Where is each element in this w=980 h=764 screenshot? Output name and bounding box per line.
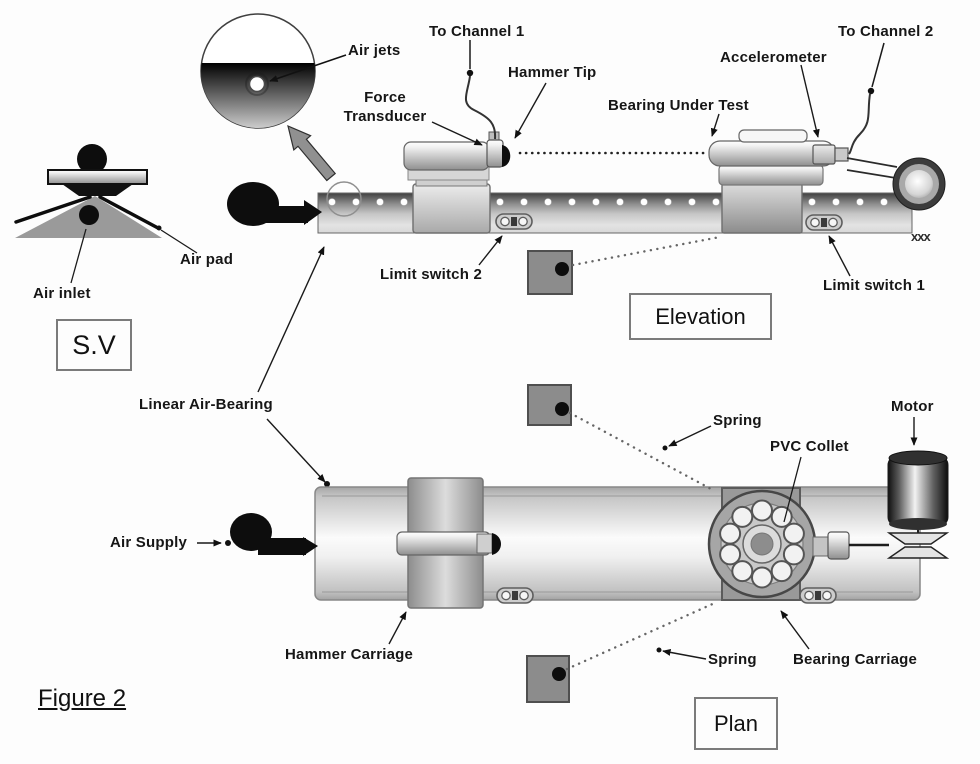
label-limit-switch-2: Limit switch 2: [380, 266, 482, 283]
linear-air-bearing-pointer-up: [257, 246, 325, 393]
side-view-title-box: S.V: [56, 319, 132, 371]
label-force-transducer: Force Transducer: [343, 89, 427, 125]
label-linear-air-bearing: Linear Air-Bearing: [139, 396, 273, 413]
spring-anchor-plan-upper: [527, 384, 572, 426]
air-inlet-pointer: [70, 228, 87, 284]
hammer-tip-pointer: [514, 82, 547, 139]
bearing-rollers: [719, 499, 805, 589]
channel-1-wire: [465, 75, 497, 140]
pvc-collet-pointer: [783, 456, 802, 523]
hammer-tip-shape: [502, 145, 511, 167]
air-jet-inset: [200, 13, 347, 129]
belt-line: [846, 157, 898, 168]
hammer-carriage-elevation: [403, 131, 511, 234]
elevation-title-box: Elevation: [629, 293, 772, 340]
figure-caption: Figure 2: [38, 685, 127, 712]
ground-marks: xxx: [911, 229, 931, 244]
label-spring-lower: Spring: [708, 651, 757, 668]
label-bearing-carriage: Bearing Carriage: [793, 651, 918, 668]
label-to-channel-1: To Channel 1: [429, 23, 525, 40]
limit-switch-2-pointer: [478, 235, 503, 266]
hammer-body: [403, 141, 490, 171]
channel-2-wire: [848, 93, 871, 155]
label-motor: Motor: [891, 398, 934, 415]
accelerometer-body: [812, 144, 836, 165]
label-air-jets: Air jets: [348, 42, 401, 59]
plan-title-box: Plan: [694, 697, 778, 750]
side-view-air-pad: [14, 144, 198, 284]
spring-anchor-plan-lower: [526, 655, 570, 703]
pad-ball: [77, 144, 107, 174]
limit-switch-plan-right: [799, 587, 837, 604]
linear-air-bearing-pointer-down: [266, 418, 326, 483]
label-limit-switch-1: Limit switch 1: [823, 277, 925, 294]
label-to-channel-2: To Channel 2: [838, 23, 934, 40]
pvc-collet-center: [750, 532, 774, 556]
air-jet-hole: [248, 75, 266, 93]
inlet-hole-highlight: [326, 181, 362, 217]
air-inlet-dot: [79, 205, 99, 225]
air-supply-elevation: [227, 182, 322, 226]
limit-switch-plan-left: [496, 587, 534, 604]
pad-bar: [47, 169, 148, 185]
elevation-view: [227, 40, 946, 295]
hammer-carriage-pointer: [388, 611, 407, 645]
bearing-carriage-pointer: [780, 610, 810, 650]
air-pad-pointer: [160, 229, 198, 254]
label-hammer-tip: Hammer Tip: [508, 64, 597, 81]
label-bearing-under-test: Bearing Under Test: [608, 97, 749, 114]
spring-dashed-elevation: [571, 235, 722, 267]
limit-switch-1-pointer: [828, 235, 851, 277]
bearing-carriage-elevation: [708, 129, 849, 234]
spring-lower-pointer: [662, 648, 707, 660]
bearing-under-test-pointer: [710, 113, 720, 137]
pulley-plan: [886, 527, 950, 559]
pulley-elevation: [892, 157, 946, 211]
force-transducer-body: [486, 139, 504, 168]
plan-view: [197, 384, 950, 703]
air-jets-pointer: [269, 54, 347, 82]
belt-line: [846, 169, 897, 179]
label-spring-upper: Spring: [713, 412, 762, 429]
label-air-pad: Air pad: [180, 251, 234, 268]
spring-dashed-plan-upper: [568, 411, 713, 491]
label-air-inlet: Air inlet: [33, 285, 91, 302]
magnify-arrow-icon: [287, 124, 337, 182]
spring-dashed-plan-lower: [565, 600, 719, 671]
air-supply-plan: [230, 513, 318, 556]
accelerometer-pointer: [800, 64, 820, 138]
label-pvc-collet: PVC Collet: [770, 438, 849, 455]
hammer-carriage-plan: [396, 477, 501, 609]
motor-body: [887, 450, 949, 530]
bearing-carriage-plan: [707, 487, 817, 601]
label-air-supply: Air Supply: [110, 534, 188, 551]
limit-switch-2: [495, 213, 533, 230]
force-transducer-pointer: [431, 121, 483, 146]
limit-switch-1: [805, 214, 843, 231]
spring-upper-pointer: [668, 425, 712, 447]
label-accelerometer: Accelerometer: [720, 49, 827, 66]
label-hammer-carriage: Hammer Carriage: [285, 646, 414, 663]
spring-anchor-elevation: [527, 250, 573, 295]
